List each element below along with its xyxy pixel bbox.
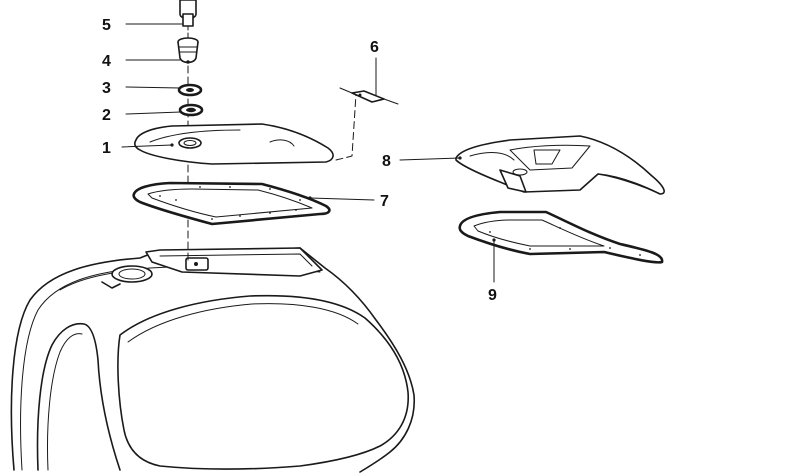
callout-4: 4 (102, 53, 111, 70)
part-4-insert (177, 37, 199, 64)
callout-6: 6 (370, 39, 379, 56)
part-8-top-cover (455, 135, 665, 195)
callout-leaders (121, 23, 496, 283)
part-2-seal (178, 103, 204, 117)
part-1-cover-plate (134, 123, 334, 165)
fuel-tank (10, 247, 415, 473)
callout-3: 3 (102, 80, 111, 97)
part-9-gasket (458, 210, 664, 264)
part-6-pin (339, 87, 399, 105)
assembly-link-line (335, 93, 357, 161)
part-7-gasket (132, 181, 331, 226)
part-5-bolt (179, 0, 197, 31)
callout-8: 8 (382, 153, 391, 170)
callout-9: 9 (488, 287, 497, 304)
callout-1: 1 (102, 140, 111, 157)
callout-5: 5 (102, 17, 111, 34)
part-3-washer (177, 83, 203, 97)
callout-2: 2 (102, 107, 111, 124)
callout-7: 7 (380, 193, 389, 210)
